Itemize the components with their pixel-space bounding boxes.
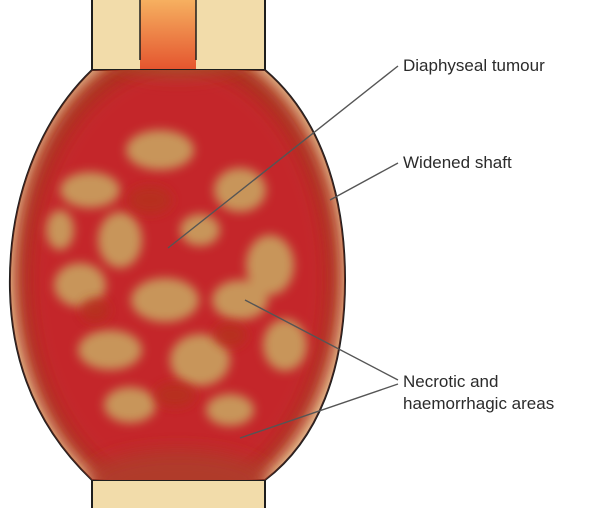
label-necrotic-line1: Necrotic and	[403, 371, 554, 393]
label-diaphyseal-tumour: Diaphyseal tumour	[403, 55, 545, 77]
leader-line-widened-shaft	[330, 163, 398, 200]
label-widened-shaft: Widened shaft	[403, 152, 512, 174]
bone-shaft-upper	[92, 0, 265, 80]
label-necrotic-line2: haemorrhagic areas	[403, 393, 554, 415]
label-necrotic-haemorrhagic-areas: Necrotic and haemorrhagic areas	[403, 371, 554, 415]
diaphyseal-tumour-mass	[13, 5, 343, 508]
